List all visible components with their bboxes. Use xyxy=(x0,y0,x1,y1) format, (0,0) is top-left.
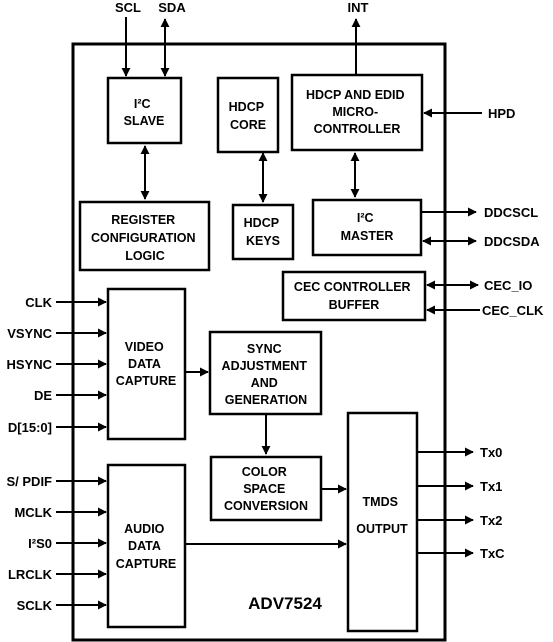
tmds-output-label: TMDS OUTPUT xyxy=(356,495,408,536)
register-config-block xyxy=(78,200,211,272)
register-config-label: REGISTER CONFIGURATION LOGIC xyxy=(91,213,199,263)
clk-label: CLK xyxy=(25,295,52,310)
tx1-label: Tx1 xyxy=(480,479,502,494)
chip-name: ADV7524 xyxy=(248,594,322,613)
i2c-master-label: I²C MASTER xyxy=(341,211,394,243)
video-capture-block xyxy=(106,287,187,441)
audio-capture-block xyxy=(106,463,187,629)
txc-label: TxC xyxy=(480,546,505,561)
hsync-label: HSYNC xyxy=(6,357,52,372)
hdcp-keys-label: HDCP KEYS xyxy=(244,216,283,248)
de-label: DE xyxy=(34,388,52,403)
sclk-label: SCLK xyxy=(17,598,53,613)
d-15-0-label: D[15:0] xyxy=(8,420,52,435)
tx2-label: Tx2 xyxy=(480,513,502,528)
ddcsda-label: DDCSDA xyxy=(484,234,540,249)
i2c-slave-block xyxy=(106,76,183,145)
sync-adjust-block xyxy=(208,330,323,416)
sync-adjust-label: SYNC ADJUSTMENT AND GENERATION xyxy=(222,342,311,407)
int-label: INT xyxy=(348,0,369,15)
cec-clk-label: CEC_CLK xyxy=(482,303,544,318)
lrclk-label: LRCLK xyxy=(8,567,53,582)
tmds-output-block xyxy=(346,411,419,633)
hdcp-keys-block xyxy=(231,203,295,261)
video-capture-label: VIDEO DATA CAPTURE xyxy=(116,340,176,388)
audio-capture-label: AUDIO DATA CAPTURE xyxy=(116,522,176,571)
color-space-block xyxy=(209,455,323,522)
hpd-label: HPD xyxy=(488,106,515,121)
chip-outline xyxy=(71,42,447,642)
i2c-slave-label: I²C SLAVE xyxy=(124,97,165,128)
cec-controller-block xyxy=(281,270,427,322)
vsync-label: VSYNC xyxy=(7,326,52,341)
mclk-label: MCLK xyxy=(14,505,52,520)
tx0-label: Tx0 xyxy=(480,445,502,460)
hdcp-edid-mc-label: HDCP AND EDID MICRO- CONTROLLER xyxy=(306,88,408,136)
s-pdif-label: S/ PDIF xyxy=(6,474,52,489)
cec-io-label: CEC_IO xyxy=(484,278,532,293)
left-input-signals: CLK VSYNC HSYNC DE D[15:0] S/ PDIF MCLK I²S0LRC… xyxy=(6,295,107,613)
i-s0-label: I²S0 xyxy=(28,536,52,551)
hdcp-edid-mc-block xyxy=(290,73,424,152)
cec-controller-label: CEC CONTROLLER BUFFER xyxy=(294,280,414,312)
hdcp-core-label: HDCP CORE xyxy=(229,100,268,132)
ddcscl-label: DDCSCL xyxy=(484,205,538,220)
scl-label: SCL xyxy=(115,0,141,15)
color-space-label: COLOR SPACE CONVERSION xyxy=(224,465,308,513)
hdcp-core-block xyxy=(216,76,280,154)
sda-label: SDA xyxy=(158,0,186,15)
i2c-master-block xyxy=(311,198,423,257)
